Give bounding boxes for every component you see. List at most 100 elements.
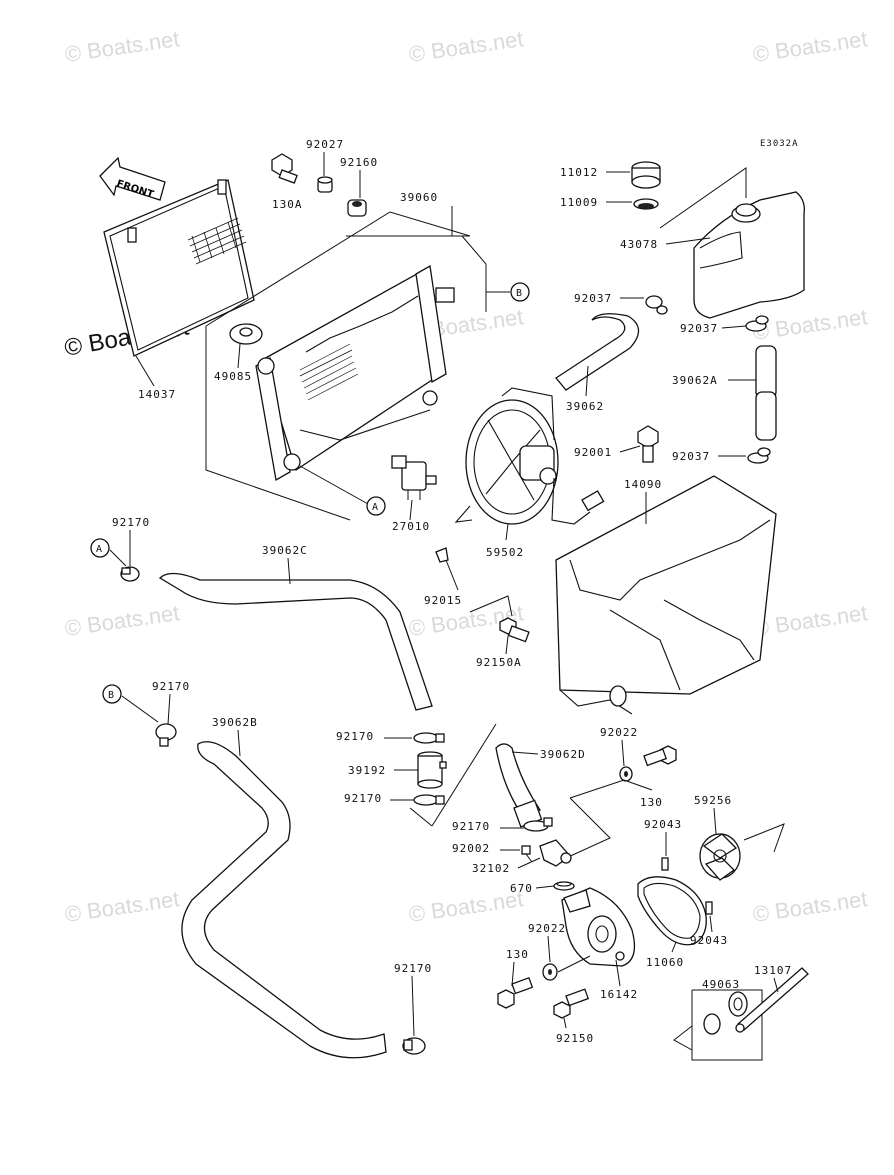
cooling-fan: [454, 387, 605, 525]
part-label-92022-top: 92022: [600, 726, 638, 739]
cap-92027: [317, 176, 333, 193]
part-label-43078: 43078: [620, 238, 658, 251]
washer-92022-b: [542, 963, 558, 981]
part-label-59502: 59502: [486, 546, 524, 559]
part-label-14037: 14037: [138, 388, 176, 401]
hose-39062: [555, 313, 640, 391]
part-label-11012: 11012: [560, 166, 598, 179]
grommet-92160: [347, 199, 367, 217]
part-label-92170-d: 92170: [344, 792, 382, 805]
part-label-49063: 49063: [702, 978, 740, 991]
part-label-39062B: 39062B: [212, 716, 258, 729]
fan-switch-27010: [391, 455, 437, 500]
clamp-92037-b: [745, 315, 769, 332]
callout-b-label: B: [108, 690, 114, 701]
watermark: © Boats.net: [751, 26, 869, 67]
watermark: © Boats.net: [407, 26, 525, 67]
clamp-92170-f: [402, 1037, 426, 1055]
hose-39062D: [495, 743, 543, 828]
part-label-92170-c: 92170: [336, 730, 374, 743]
part-label-59256: 59256: [694, 794, 732, 807]
bolt-92150: [553, 988, 590, 1019]
bolt-130A: [271, 153, 298, 184]
part-label-92001: 92001: [574, 446, 612, 459]
water-pump-body: [561, 887, 636, 967]
part-label-39062D: 39062D: [540, 748, 586, 761]
front-arrow-icon: FRONT: [99, 156, 166, 201]
o-ring-670: [553, 881, 575, 891]
part-label-670: 670: [510, 882, 533, 895]
part-label-39060: 39060: [400, 191, 438, 204]
cap-49085: [229, 323, 263, 345]
screw-92002: [521, 845, 533, 863]
part-label-92015: 92015: [424, 594, 462, 607]
watermark: © Boats.net: [63, 26, 181, 67]
reservoir-tank: [693, 191, 805, 319]
part-label-92037-mid: 92037: [680, 322, 718, 335]
part-label-130-top: 130: [640, 796, 663, 809]
part-label-49085: 49085: [214, 370, 252, 383]
callout-b-icon: [510, 282, 530, 302]
part-label-92027: 92027: [306, 138, 344, 151]
clamp-92037-a: [645, 295, 668, 315]
clamp-92170-e: [523, 817, 553, 832]
reservoir-cap-11012: [631, 161, 661, 189]
watermark: © Boats.net: [63, 600, 181, 641]
part-label-92043-top: 92043: [644, 818, 682, 831]
part-label-39062: 39062: [566, 400, 604, 413]
part-label-92002: 92002: [452, 842, 490, 855]
part-label-11060: 11060: [646, 956, 684, 969]
part-label-27010: 27010: [392, 520, 430, 533]
callout-a-icon: [90, 538, 110, 558]
hose-39062C: [158, 572, 433, 711]
washer-92022-a: [619, 766, 633, 782]
part-label-39192: 39192: [348, 764, 386, 777]
bolt-130-a: [643, 745, 677, 767]
callout-a-label: A: [372, 502, 378, 513]
clip-92015: [435, 547, 449, 563]
clamp-92170-b: [155, 723, 177, 747]
impeller-59256: [699, 833, 741, 881]
part-label-39062C: 39062C: [262, 544, 308, 557]
watermark: © Boats.net: [751, 600, 869, 641]
hose-39062B: [181, 741, 387, 1059]
bolt-130-b: [497, 977, 534, 1009]
hose-39062A: [755, 345, 777, 441]
callout-b-icon: [102, 684, 122, 704]
part-label-92170-a: 92170: [112, 516, 150, 529]
bolt-92150A: [499, 617, 530, 643]
shaft-13107: [735, 967, 809, 1033]
part-label-92043-bot: 92043: [690, 934, 728, 947]
clamp-92170-a: [120, 566, 140, 582]
part-label-92022-bot: 92022: [528, 922, 566, 935]
part-label-130-bot: 130: [506, 948, 529, 961]
part-label-92150: 92150: [556, 1032, 594, 1045]
joint-39192: [417, 751, 447, 789]
watermark: © Boats.net: [63, 886, 181, 927]
part-label-130A: 130A: [272, 198, 303, 211]
part-label-32102: 32102: [472, 862, 510, 875]
part-label-92170-b: 92170: [152, 680, 190, 693]
part-label-92170-f: 92170: [394, 962, 432, 975]
gasket-11009: [633, 198, 659, 210]
callout-b-label: B: [516, 288, 522, 299]
watermark: © Boats.net: [407, 886, 525, 927]
clamp-92037-c: [747, 447, 771, 464]
watermark: © Boats.net: [751, 304, 869, 345]
fan-shroud: [555, 475, 777, 715]
diagram-code: E3032A: [760, 139, 799, 149]
part-label-39062A: 39062A: [672, 374, 718, 387]
part-label-92037-top: 92037: [574, 292, 612, 305]
callout-a-label: A: [96, 544, 102, 555]
seal-kit-49063: [691, 989, 763, 1061]
pipe-32102: [539, 839, 572, 867]
part-label-13107: 13107: [754, 964, 792, 977]
watermark: © Boats.net: [751, 886, 869, 927]
radiator: [255, 264, 455, 482]
watermarks: © Boats.net © Boats.net © Boats.net © Bo…: [62, 26, 869, 927]
part-label-92160: 92160: [340, 156, 378, 169]
gasket-11060: [637, 876, 707, 946]
part-label-14090: 14090: [624, 478, 662, 491]
